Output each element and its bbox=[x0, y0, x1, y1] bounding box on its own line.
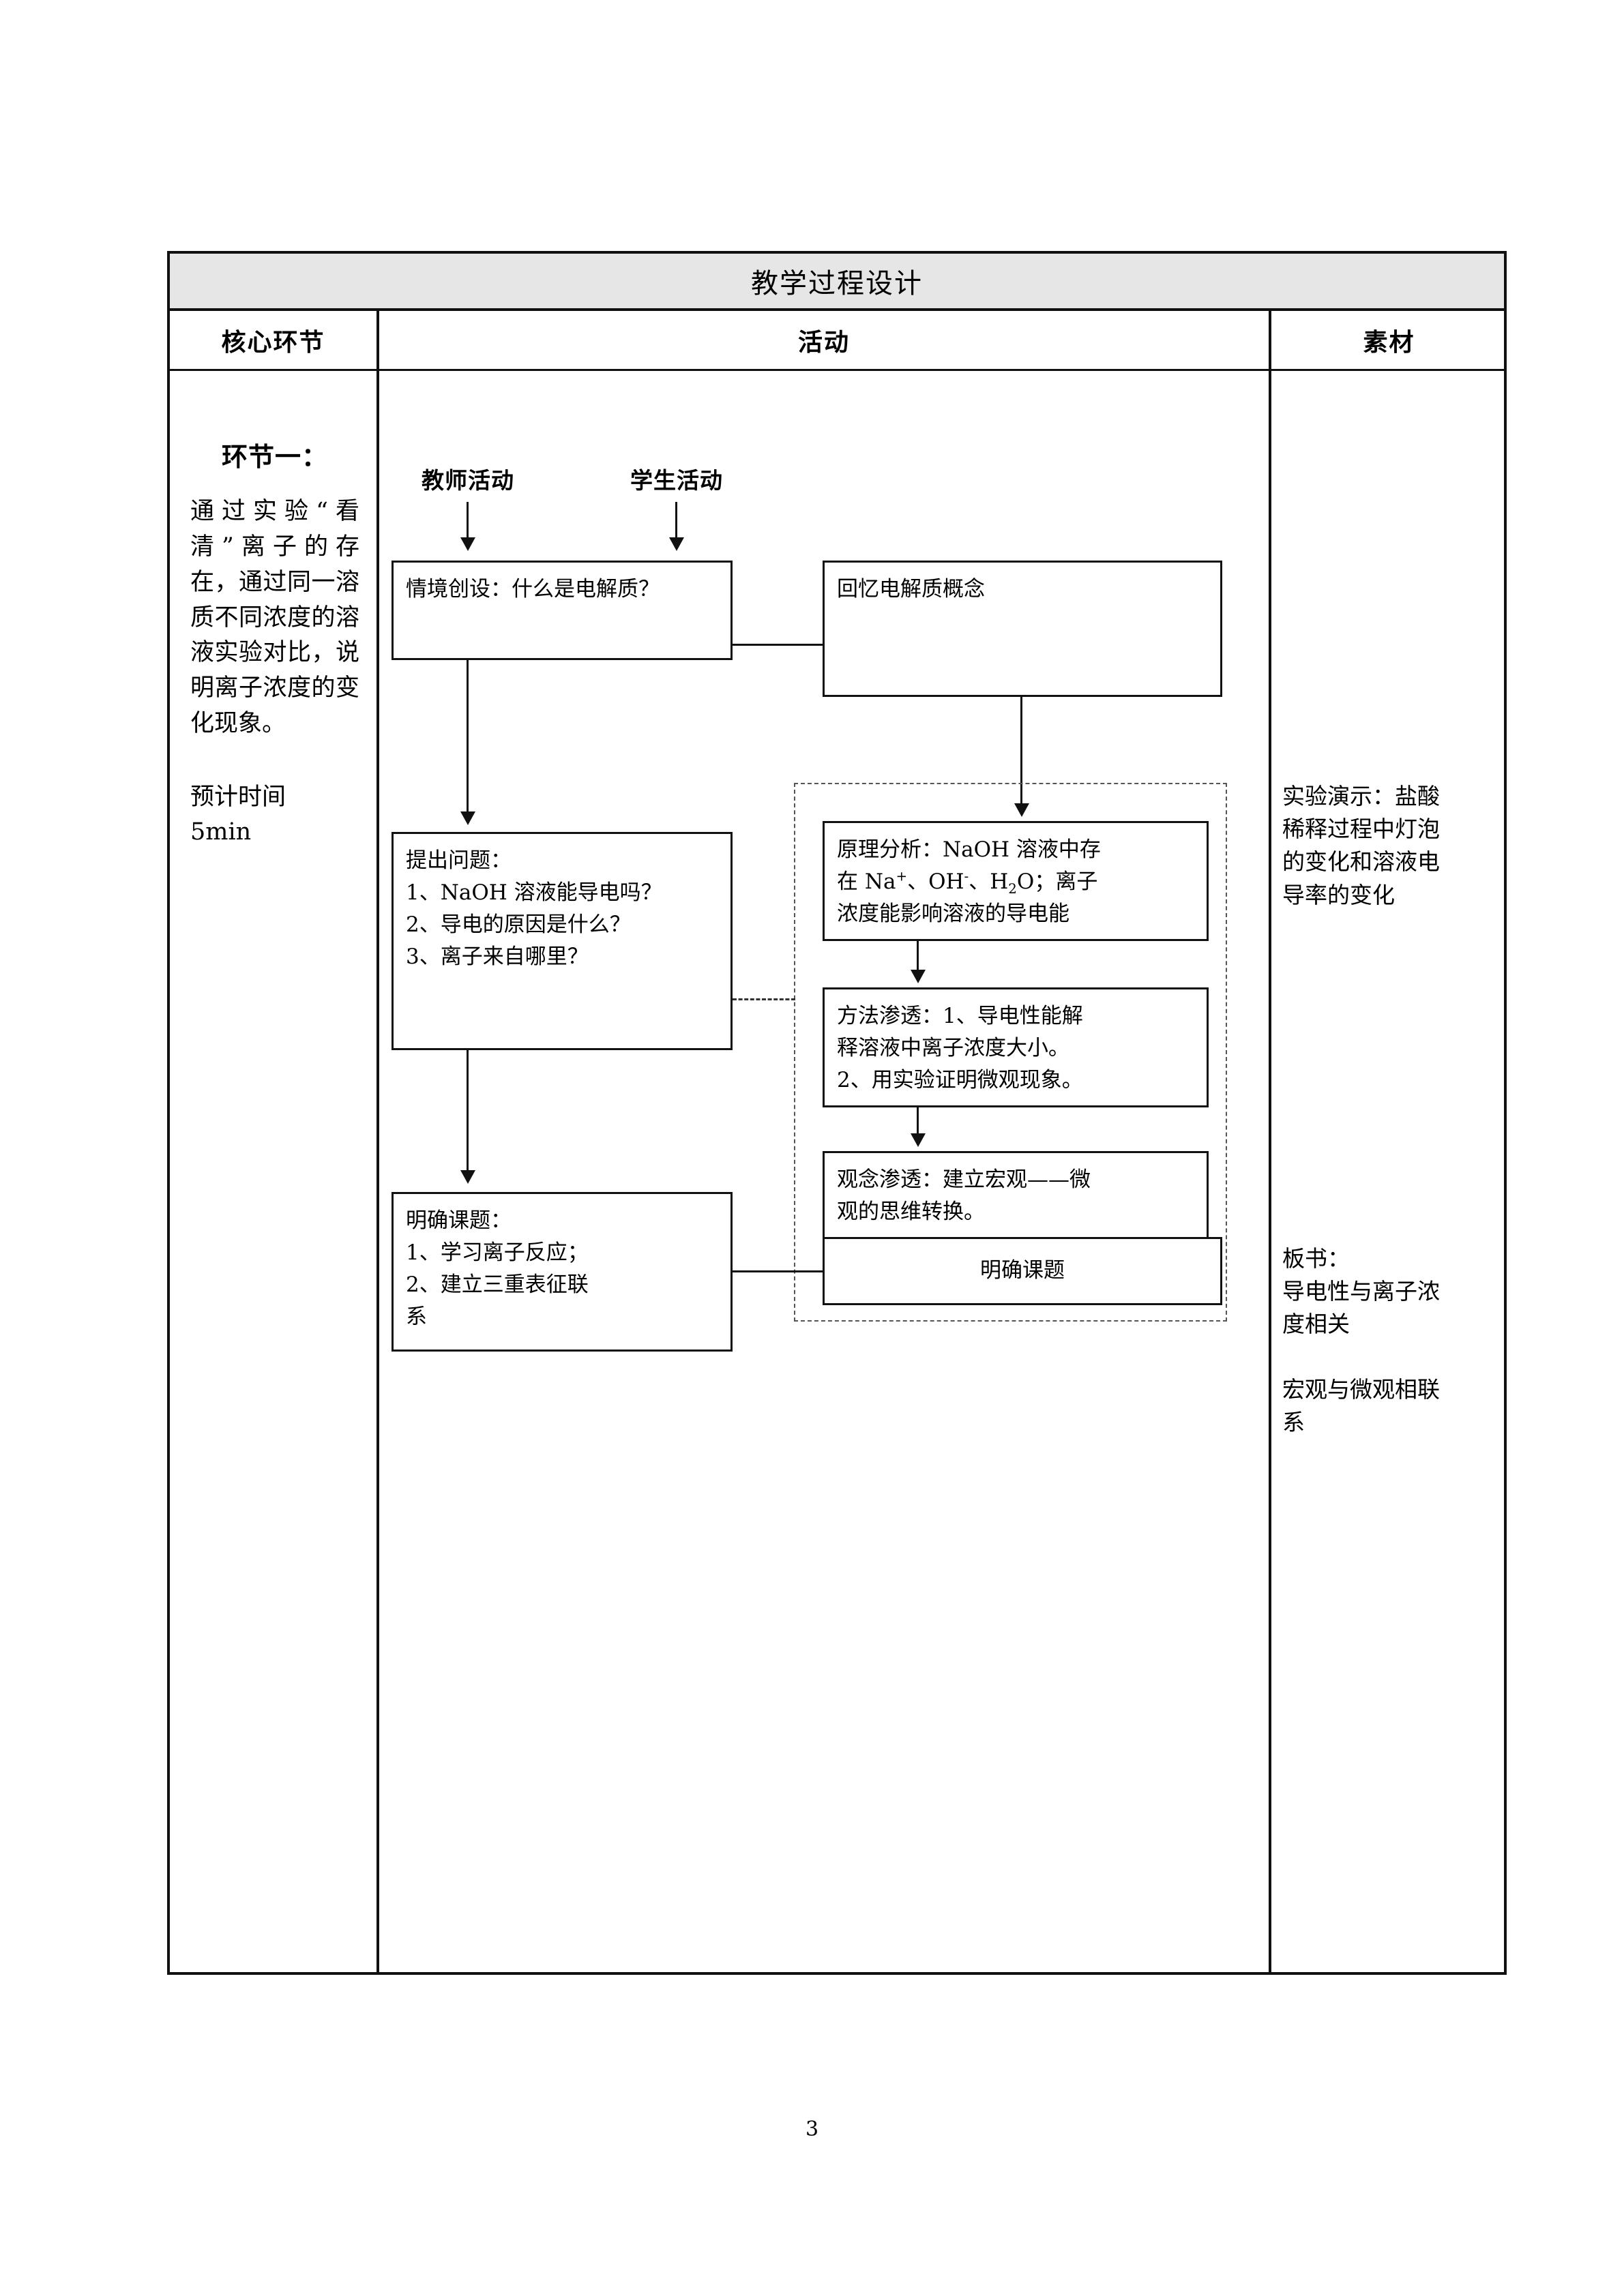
material-demo-line3: 的变化和溶液电 bbox=[1282, 848, 1440, 876]
column-header-row: 核心环节 活动 素材 bbox=[170, 311, 1504, 371]
lane-label-student: 学生活动 bbox=[630, 467, 723, 494]
node-principle-line2: 在 Na+、OH-、H2O；离子 bbox=[837, 868, 1098, 897]
node-topic-heading: 明确课题： bbox=[406, 1208, 512, 1233]
node-method-penetration[interactable]: 方法渗透：1、导电性能解 释溶液中离子浓度大小。 2、用实验证明微观现象。 bbox=[823, 987, 1209, 1107]
node-method-line2: 释溶液中离子浓度大小。 bbox=[837, 1036, 1069, 1061]
node-topic-item1: 1、学习离子反应； bbox=[406, 1240, 589, 1266]
table-banner: 教学过程设计 bbox=[170, 254, 1504, 311]
arrowhead-situation-to-questions bbox=[460, 811, 475, 825]
page-number: 3 bbox=[805, 2117, 819, 2141]
materials-cell: 实验演示：盐酸 稀释过程中灯泡 的变化和溶液电 导率的变化 板书： 导电性与离子… bbox=[1271, 371, 1507, 1975]
connector-topic-teacher-to-student bbox=[733, 1270, 823, 1272]
column-header-core-stage: 核心环节 bbox=[221, 327, 325, 357]
node-method-line1: 方法渗透：1、导电性能解 bbox=[837, 1004, 1083, 1028]
arrowhead-teacher-down bbox=[460, 537, 475, 551]
column-header-activity: 活动 bbox=[797, 327, 850, 357]
lane-label-teacher: 教师活动 bbox=[422, 467, 514, 494]
connector-principle-to-method bbox=[917, 941, 919, 972]
stage-time-value: 5min bbox=[190, 818, 252, 846]
material-link: 宏观与微观相联 系 bbox=[1282, 1373, 1496, 1439]
arrowhead-method-to-concept bbox=[911, 1133, 926, 1147]
node-raise-questions[interactable]: 提出问题： 1、NaOH 溶液能导电吗？ 2、导电的原因是什么？ 3、离子来自哪… bbox=[392, 832, 733, 1050]
arrowhead-questions-to-topic bbox=[460, 1170, 475, 1184]
node-clarify-topic-student[interactable]: 明确课题 bbox=[823, 1237, 1222, 1305]
arrowhead-principle-to-method bbox=[911, 970, 926, 983]
node-questions-item3: 3、离子来自哪里？ bbox=[406, 944, 589, 970]
connector-situation-to-questions bbox=[467, 660, 469, 814]
node-concept-line1: 观念渗透：建立宏观——微 bbox=[837, 1167, 1091, 1192]
activity-flowchart: 教师活动 学生活动 情境创设：什么是电解质？ 回忆电解质概念 bbox=[379, 371, 1269, 1975]
node-questions-heading: 提出问题： bbox=[406, 848, 512, 873]
material-demo: 实验演示：盐酸 稀释过程中灯泡 的变化和溶液电 导率的变化 bbox=[1282, 780, 1496, 912]
stage-time-label: 预计时间 bbox=[190, 783, 286, 811]
node-principle-analysis[interactable]: 原理分析：NaOH 溶液中存 在 Na+、OH-、H2O；离子 浓度能影响溶液的… bbox=[823, 821, 1209, 941]
connector-questions-to-group bbox=[733, 998, 795, 1000]
connector-student-down bbox=[675, 502, 677, 539]
stage-time: 预计时间 5min bbox=[190, 780, 359, 850]
material-demo-line1: 实验演示：盐酸 bbox=[1282, 783, 1440, 809]
connector-method-to-concept bbox=[917, 1107, 919, 1136]
material-demo-line2: 稀释过程中灯泡 bbox=[1282, 816, 1440, 843]
node-questions-item1: 1、NaOH 溶液能导电吗？ bbox=[406, 880, 662, 906]
node-concept-line2: 观的思维转换。 bbox=[837, 1199, 985, 1225]
node-topic-student-text: 明确课题 bbox=[980, 1258, 1065, 1283]
material-link-line2: 系 bbox=[1282, 1409, 1305, 1436]
stage-title: 环节一： bbox=[221, 441, 328, 472]
node-topic-item3: 系 bbox=[406, 1304, 427, 1330]
material-board-line1: 板书： bbox=[1282, 1245, 1350, 1272]
material-board: 板书： 导电性与离子浓 度相关 bbox=[1282, 1242, 1496, 1341]
core-stage-cell: 环节一： 通过实验“看清”离子的存在，通过同一溶质不同浓度的溶液实验对比，说明离… bbox=[175, 371, 374, 1975]
lesson-plan-table: 教学过程设计 核心环节 活动 素材 环节一： 通过实验“看清”离子的存在，通过同… bbox=[167, 251, 1507, 1975]
node-concept-penetration[interactable]: 观念渗透：建立宏观——微 观的思维转换。 bbox=[823, 1151, 1209, 1245]
column-header-materials: 素材 bbox=[1363, 327, 1415, 357]
material-link-line1: 宏观与微观相联 bbox=[1282, 1376, 1440, 1403]
node-principle-line1: 原理分析：NaOH 溶液中存 bbox=[837, 837, 1101, 862]
node-recall-concept[interactable]: 回忆电解质概念 bbox=[823, 561, 1222, 697]
node-clarify-topic-teacher[interactable]: 明确课题： 1、学习离子反应； 2、建立三重表征联 系 bbox=[392, 1192, 733, 1352]
node-recall-text: 回忆电解质概念 bbox=[837, 577, 985, 601]
node-method-line3: 2、用实验证明微观现象。 bbox=[837, 1068, 1083, 1093]
column-divider-right bbox=[1269, 311, 1271, 1975]
node-questions-item2: 2、导电的原因是什么？ bbox=[406, 912, 631, 938]
banner-title: 教学过程设计 bbox=[751, 268, 923, 299]
connector-questions-to-topic bbox=[467, 1050, 469, 1173]
stage-description: 通过实验“看清”离子的存在，通过同一溶质不同浓度的溶液实验对比，说明离子浓度的变… bbox=[190, 498, 359, 738]
node-situation-text: 情境创设：什么是电解质？ bbox=[406, 577, 660, 601]
arrowhead-student-down bbox=[669, 537, 684, 551]
arrowhead-recall-down bbox=[1014, 803, 1029, 817]
material-board-line2: 导电性与离子浓 bbox=[1282, 1278, 1440, 1305]
material-demo-line4: 导率的变化 bbox=[1282, 881, 1395, 908]
connector-situation-to-recall bbox=[733, 644, 823, 646]
column-divider-left bbox=[377, 311, 379, 1975]
analysis-group-region bbox=[794, 783, 1227, 1322]
connector-recall-down bbox=[1020, 697, 1022, 806]
node-principle-line3: 浓度能影响溶液的导电能 bbox=[837, 901, 1069, 927]
node-situation-creation[interactable]: 情境创设：什么是电解质？ bbox=[392, 561, 733, 660]
connector-teacher-down bbox=[467, 502, 469, 539]
material-board-line3: 度相关 bbox=[1282, 1311, 1350, 1338]
node-topic-item2: 2、建立三重表征联 bbox=[406, 1272, 589, 1298]
